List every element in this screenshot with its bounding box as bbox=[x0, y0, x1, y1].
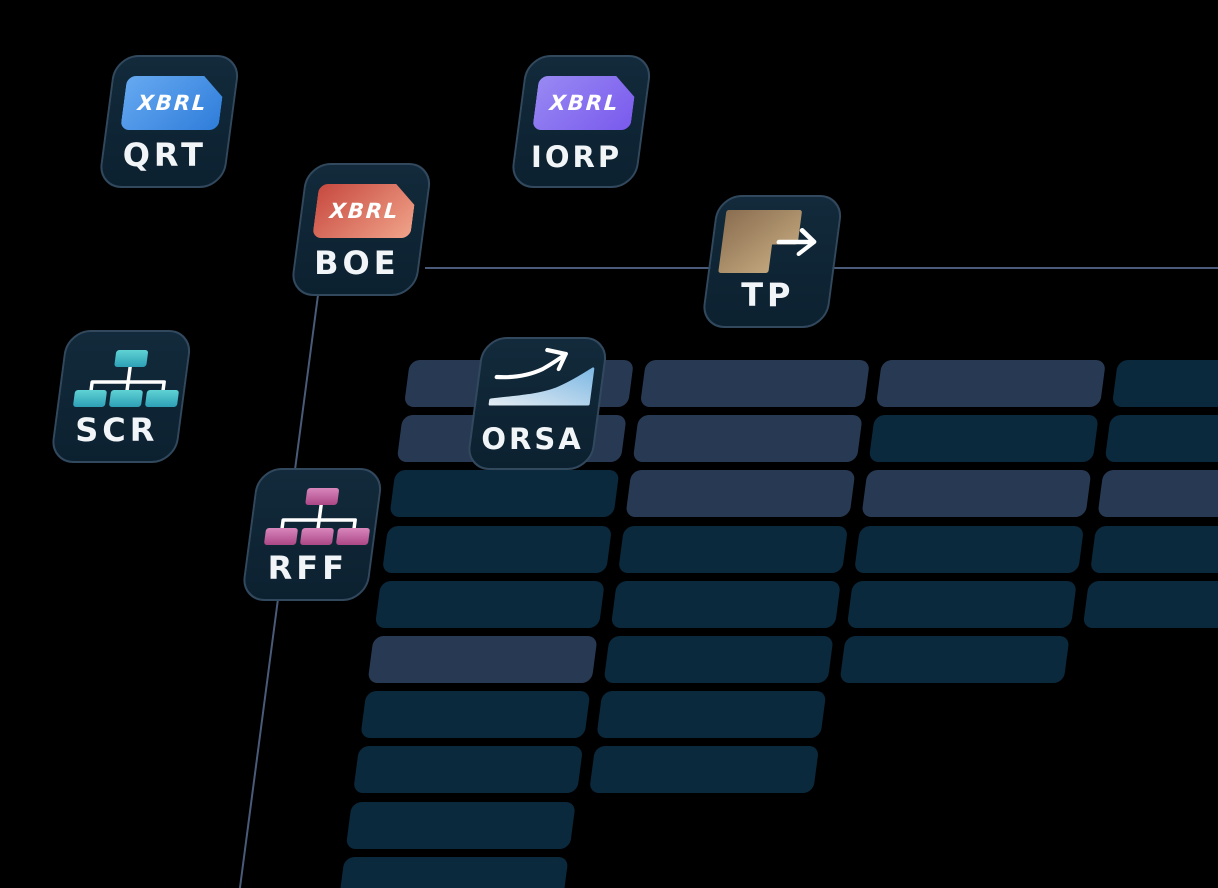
badge-tp: TP bbox=[700, 195, 844, 328]
grid-bar bbox=[382, 525, 613, 573]
badge-qrt-label: QRT bbox=[122, 136, 207, 174]
badge-boe: XBRL BOE bbox=[289, 163, 433, 296]
steps-arrow-icon bbox=[718, 210, 817, 273]
grid-bar bbox=[868, 415, 1099, 463]
grid-bar bbox=[360, 691, 591, 739]
grid-bar bbox=[618, 525, 849, 573]
badge-iorp-label: IORP bbox=[531, 140, 623, 174]
grid-bar bbox=[338, 856, 569, 888]
badge-orsa: ORSA bbox=[465, 337, 609, 470]
bar-grid bbox=[0, 360, 1218, 888]
org-chart-icon bbox=[264, 488, 370, 545]
grid-bar bbox=[632, 415, 863, 463]
grid-bar bbox=[603, 636, 834, 683]
grid-bar bbox=[854, 525, 1085, 573]
grid-bar bbox=[1104, 415, 1218, 463]
grid-bar bbox=[345, 801, 576, 849]
grid-bar bbox=[1111, 360, 1218, 407]
grid-bar bbox=[1082, 580, 1218, 628]
grid-bar bbox=[875, 360, 1106, 407]
badge-orsa-label: ORSA bbox=[481, 422, 584, 456]
grid-bar bbox=[1097, 470, 1218, 518]
xbrl-chip-label: XBRL bbox=[548, 91, 621, 115]
grid-bar bbox=[367, 636, 598, 683]
xbrl-chip-label: XBRL bbox=[328, 199, 401, 223]
xbrl-file-icon: XBRL bbox=[532, 76, 637, 130]
badge-rff: RFF bbox=[240, 468, 384, 601]
badge-scr-label: SCR bbox=[75, 411, 159, 449]
grid-bar bbox=[610, 580, 841, 628]
grid-bar bbox=[588, 746, 820, 794]
growth-curve-icon bbox=[488, 347, 595, 406]
grid-bar bbox=[625, 470, 856, 518]
grid-bar bbox=[839, 636, 1070, 683]
grid-bar bbox=[352, 746, 584, 794]
badge-rff-label: RFF bbox=[267, 549, 349, 587]
grid-bar bbox=[846, 580, 1077, 628]
grid-bar bbox=[861, 470, 1092, 518]
badge-qrt: XBRL QRT bbox=[97, 55, 241, 188]
badge-iorp: XBRL IORP bbox=[509, 55, 653, 188]
xbrl-file-icon: XBRL bbox=[120, 76, 225, 130]
grid-bar bbox=[389, 470, 620, 518]
grid-bar bbox=[374, 580, 605, 628]
badge-tp-label: TP bbox=[741, 276, 795, 314]
grid-bar bbox=[1090, 525, 1218, 573]
xbrl-chip-label: XBRL bbox=[136, 91, 209, 115]
xbrl-file-icon: XBRL bbox=[312, 184, 417, 238]
grid-bar bbox=[596, 691, 827, 739]
badge-scr: SCR bbox=[49, 330, 193, 463]
org-chart-icon bbox=[73, 350, 179, 407]
badge-boe-label: BOE bbox=[314, 244, 400, 282]
grid-bar bbox=[639, 360, 870, 407]
